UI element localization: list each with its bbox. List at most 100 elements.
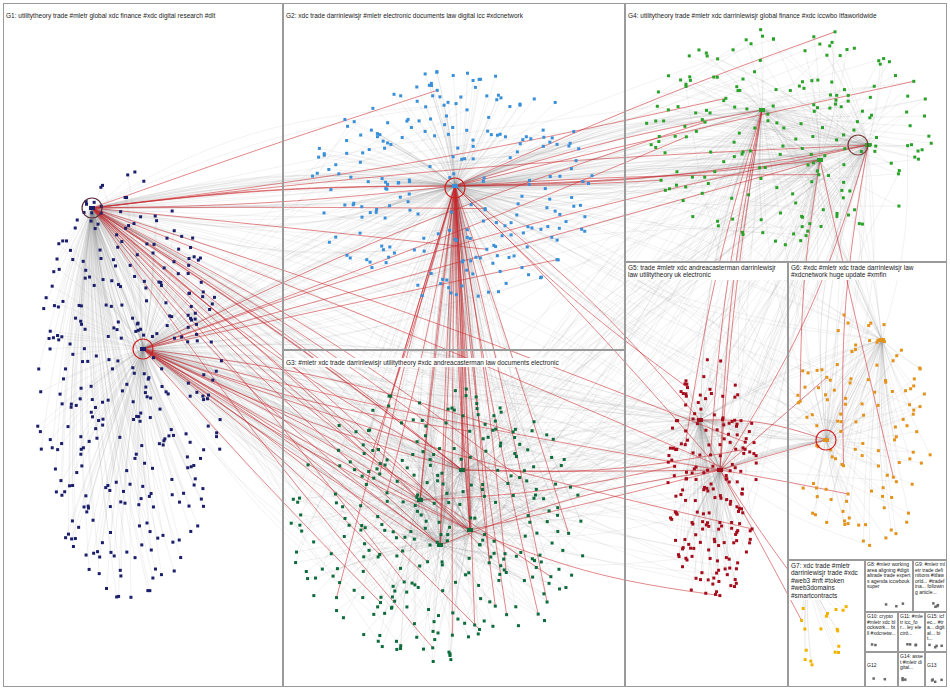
network-edge bbox=[835, 104, 868, 145]
network-edge bbox=[736, 145, 868, 449]
network-edge bbox=[40, 349, 143, 432]
network-edge bbox=[882, 340, 920, 368]
network-edge bbox=[882, 340, 910, 405]
network-edge bbox=[143, 349, 736, 569]
network-edge bbox=[830, 46, 868, 145]
network-edge bbox=[420, 160, 820, 500]
network-edge bbox=[762, 80, 818, 110]
network-edge bbox=[44, 208, 92, 309]
network-edge bbox=[85, 329, 143, 349]
network-edge bbox=[92, 107, 426, 208]
network-edge bbox=[92, 208, 506, 572]
network-edge bbox=[41, 208, 92, 449]
network-edge bbox=[462, 145, 868, 470]
network-edge bbox=[92, 208, 440, 545]
network-edge bbox=[143, 349, 538, 614]
network-edge bbox=[827, 340, 882, 522]
network-edge bbox=[882, 340, 893, 361]
network-edge bbox=[92, 186, 455, 220]
network-edge bbox=[826, 440, 921, 463]
network-edge bbox=[462, 110, 762, 470]
network-edge bbox=[92, 208, 433, 662]
network-edge bbox=[402, 137, 455, 186]
network-edge bbox=[700, 420, 909, 513]
network-edge bbox=[831, 340, 882, 500]
network-edge bbox=[692, 145, 868, 556]
network-edge bbox=[718, 59, 868, 145]
network-edge bbox=[462, 145, 868, 470]
network-edge bbox=[420, 160, 820, 500]
network-edge bbox=[92, 208, 440, 545]
network-edge bbox=[882, 340, 896, 437]
network-edge bbox=[420, 160, 820, 500]
network-edge bbox=[826, 440, 886, 538]
network-edge bbox=[440, 545, 560, 589]
network-edge bbox=[92, 186, 455, 227]
network-edge bbox=[462, 145, 868, 470]
network-edge bbox=[720, 145, 868, 470]
network-edge bbox=[373, 108, 455, 186]
network-edge bbox=[462, 467, 720, 470]
network-edge bbox=[143, 349, 163, 535]
network-edge bbox=[826, 440, 912, 484]
grey-edges bbox=[38, 30, 931, 665]
network-edge bbox=[92, 104, 456, 208]
network-edge bbox=[462, 145, 868, 470]
network-edge bbox=[62, 208, 92, 495]
network-edge bbox=[820, 81, 914, 160]
network-edge bbox=[81, 208, 92, 507]
network-edge bbox=[868, 64, 880, 145]
network-edge bbox=[62, 208, 92, 444]
network-edge bbox=[92, 205, 457, 240]
network-edge bbox=[79, 349, 143, 527]
network-edge bbox=[720, 341, 870, 470]
network-edge bbox=[41, 349, 143, 392]
network-edge bbox=[92, 208, 148, 591]
network-edge bbox=[455, 32, 835, 186]
network-edge bbox=[720, 470, 896, 482]
network-edge bbox=[63, 349, 143, 379]
network-edge bbox=[110, 349, 143, 533]
network-edge bbox=[125, 349, 143, 503]
network-edge bbox=[440, 145, 868, 449]
network-edge bbox=[700, 420, 831, 450]
network-edge bbox=[700, 420, 826, 440]
network-edge bbox=[92, 208, 440, 545]
network-edge bbox=[826, 440, 866, 525]
network-edge bbox=[345, 120, 455, 186]
network-edge bbox=[826, 440, 848, 494]
network-edge bbox=[868, 59, 884, 145]
network-edge bbox=[92, 208, 506, 572]
network-edge bbox=[58, 208, 92, 307]
network-edge bbox=[76, 318, 143, 349]
network-edge bbox=[868, 145, 899, 171]
network-edge bbox=[143, 349, 374, 614]
network-edge bbox=[882, 325, 884, 340]
network-edge bbox=[882, 340, 907, 426]
network-edge bbox=[435, 545, 440, 640]
network-edge bbox=[805, 51, 820, 160]
network-edge bbox=[143, 108, 373, 349]
network-edge bbox=[498, 145, 868, 470]
network-edge bbox=[700, 420, 826, 440]
network-edge bbox=[855, 340, 882, 350]
network-edge bbox=[53, 208, 92, 338]
network-edge bbox=[815, 440, 826, 515]
network-edge bbox=[826, 440, 913, 452]
network-edge bbox=[61, 208, 92, 481]
network-edge bbox=[533, 160, 820, 577]
network-edge bbox=[683, 470, 720, 548]
network-edge bbox=[462, 145, 868, 470]
network-edge bbox=[420, 160, 820, 500]
network-edge bbox=[56, 349, 143, 492]
network-edge bbox=[700, 420, 826, 440]
network-edge bbox=[455, 79, 479, 186]
network-edge bbox=[700, 420, 826, 440]
network-edge bbox=[58, 349, 143, 450]
network-edge bbox=[762, 48, 854, 110]
network-edge bbox=[89, 349, 144, 508]
network-edge bbox=[470, 453, 693, 530]
network-edge bbox=[683, 160, 820, 490]
network-edge bbox=[700, 370, 817, 420]
network-edge bbox=[92, 208, 440, 545]
